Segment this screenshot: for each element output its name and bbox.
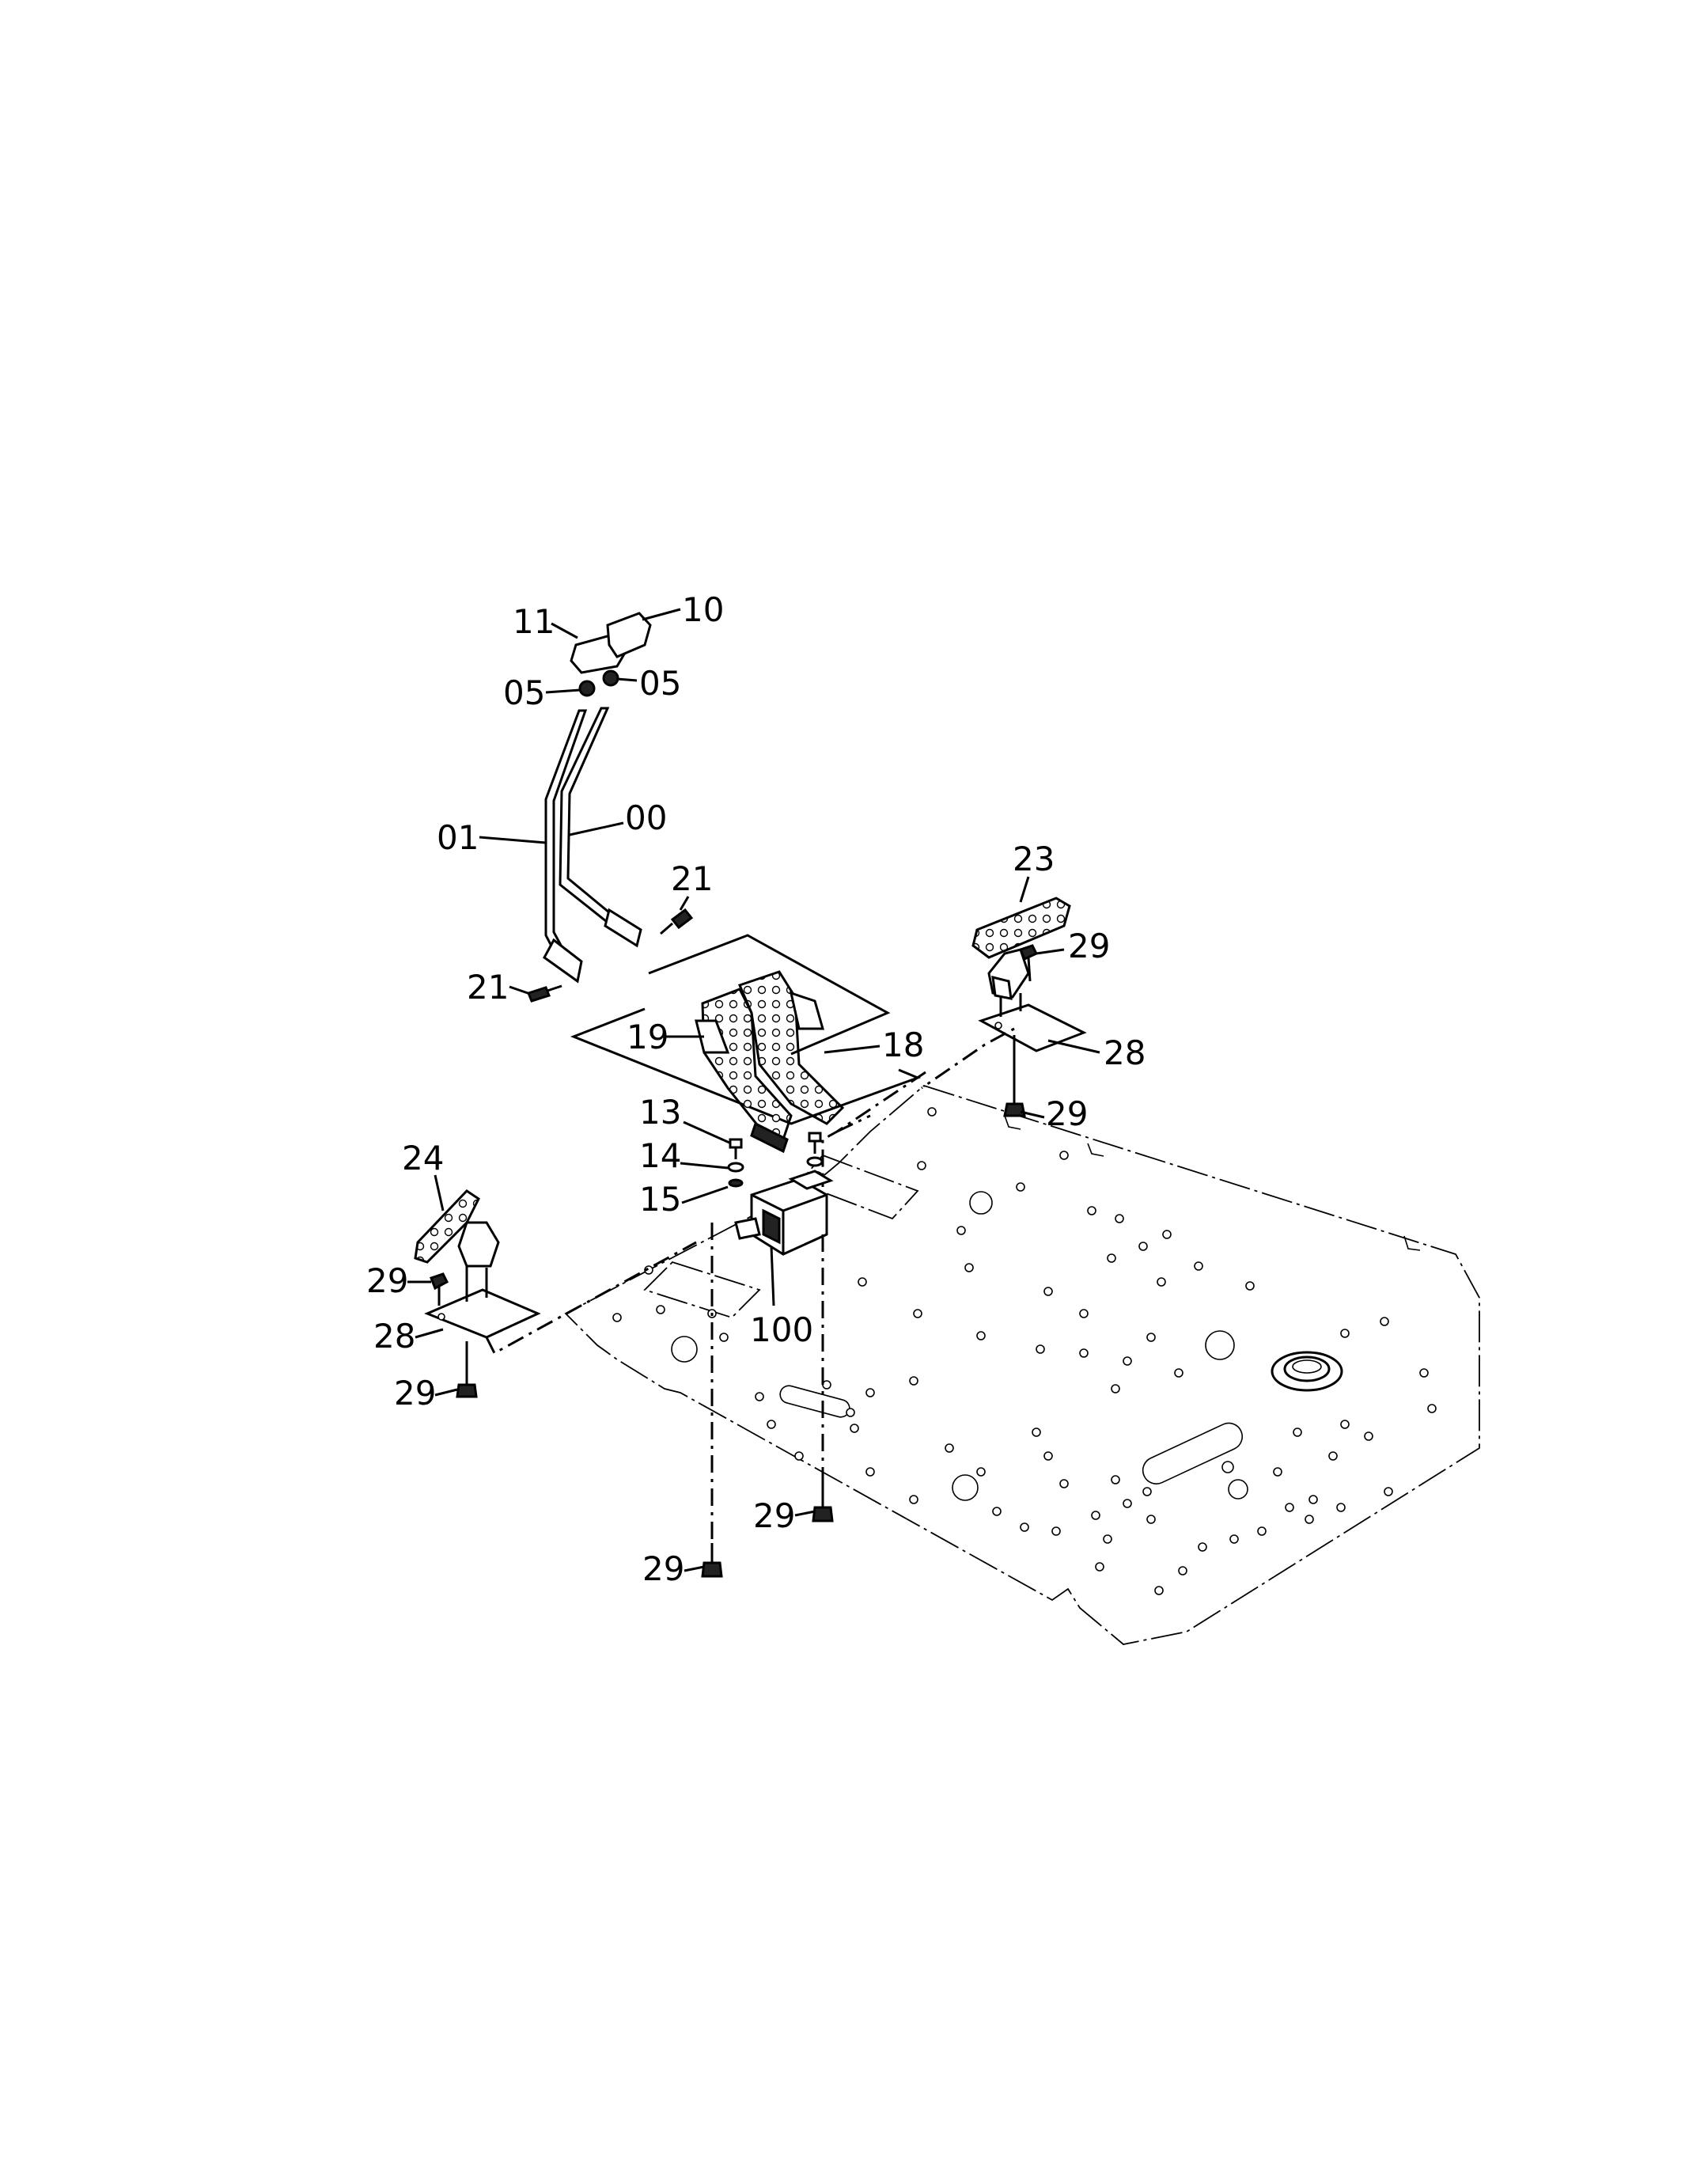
callout-28-left: 28 (373, 1317, 415, 1356)
bolt-29-lower-left (456, 1341, 478, 1398)
pedal-assembly-outline (570, 934, 922, 1125)
plate-28-left (424, 1266, 541, 1339)
callout-10: 10 (682, 590, 724, 629)
pedal-18 (737, 970, 845, 1125)
lever-grip-10 (606, 612, 652, 658)
washer-15 (728, 1178, 744, 1188)
travel-lever-01 (543, 709, 588, 984)
slot-large (1142, 1422, 1244, 1484)
floor-plate (564, 1084, 1480, 1645)
grommet (1271, 1351, 1343, 1392)
callout-19: 19 (627, 1018, 668, 1056)
plate-28-right (978, 993, 1087, 1052)
callout-00: 00 (625, 798, 667, 837)
pedal-24 (414, 1189, 500, 1268)
mounting-holes (612, 1107, 1437, 1595)
callout-14: 14 (639, 1136, 681, 1175)
callout-29-lower-left: 29 (394, 1374, 436, 1412)
bolt-21-left (527, 984, 562, 1003)
pilot-valve-100 (734, 1170, 834, 1256)
travel-lever-00 (559, 707, 642, 948)
cutout-left (643, 1261, 761, 1319)
callout-24: 24 (402, 1139, 444, 1177)
callout-13: 13 (639, 1093, 681, 1132)
callout-21-left: 21 (467, 968, 509, 1007)
callout-28-right: 28 (1104, 1033, 1146, 1072)
callout-21-right: 21 (671, 859, 713, 898)
leader-lines (407, 608, 1100, 1572)
bolt-13 (729, 1138, 743, 1159)
callout-23: 23 (1013, 840, 1055, 878)
callout-05-left: 05 (503, 673, 545, 712)
callout-29-upper-left: 29 (366, 1261, 408, 1300)
nut-05-left (578, 680, 596, 697)
callout-29-floor-left: 29 (642, 1549, 684, 1588)
callout-29-floor-center: 29 (753, 1496, 795, 1535)
bolt-29-lower-right (1003, 1052, 1026, 1117)
slot-small (779, 1385, 850, 1418)
assembly-lines (485, 1026, 1016, 1553)
bolt-29-upper-left (430, 1272, 449, 1306)
callout-05-right: 05 (639, 664, 681, 703)
bolt-29-floor-center (812, 1480, 834, 1522)
callout-labels: 11 10 05 05 01 00 21 21 19 18 23 29 28 2… (366, 590, 1146, 1588)
nut-05-right (602, 669, 619, 687)
callout-11: 11 (513, 602, 555, 641)
callout-18: 18 (882, 1026, 924, 1064)
callout-01: 01 (437, 818, 479, 857)
bolt-29-floor-left (701, 1543, 723, 1578)
bolt-21-right (660, 908, 694, 935)
pedal-19 (695, 988, 793, 1154)
callout-100: 100 (750, 1310, 813, 1349)
callout-29-upper-right: 29 (1068, 927, 1110, 965)
washer-14 (727, 1162, 744, 1173)
callout-29-lower-right: 29 (1046, 1094, 1088, 1133)
callout-15: 15 (639, 1180, 681, 1219)
